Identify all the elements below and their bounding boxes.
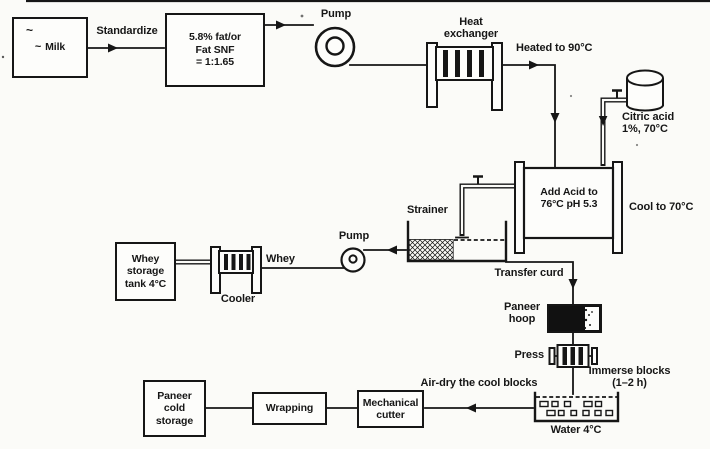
immerse-blocks-label: Immerse blocks (1–2 h) bbox=[588, 365, 671, 390]
citric-acid-tank-icon bbox=[626, 69, 664, 112]
cool-to-70-label: Cool to 70°C bbox=[629, 201, 694, 213]
citric-acid-label: Citric acid 1%, 70°C bbox=[622, 111, 675, 136]
flow-lines bbox=[87, 20, 578, 413]
air-dry-label: Air-dry the cool blocks bbox=[420, 377, 538, 389]
water-tank-icon bbox=[533, 391, 620, 423]
curd-outlet-pipe bbox=[455, 183, 516, 239]
pump-icon bbox=[314, 26, 356, 68]
liquid-squiggle-icon: ~ bbox=[34, 41, 42, 54]
mechanical-cutter-box: Mechanical cutter bbox=[357, 390, 424, 428]
scan-edge-artifact bbox=[1, 0, 710, 147]
citric-acid-pipe bbox=[598, 97, 628, 166]
press-icon bbox=[548, 344, 598, 368]
standardized-milk-box: 5.8% fat/or Fat SNF = 1:1.65 bbox=[165, 13, 265, 87]
cooler-icon bbox=[210, 246, 262, 294]
standardize-label: Standardize bbox=[96, 25, 158, 37]
paneer-hoop-icon bbox=[547, 304, 602, 333]
valve-icon bbox=[473, 175, 483, 184]
mechanical-cutter-label: Mechanical cutter bbox=[362, 396, 419, 421]
pump-label: Pump bbox=[320, 8, 352, 20]
heat-exchanger-label: Heat exchanger bbox=[443, 16, 499, 41]
cooler-label: Cooler bbox=[220, 293, 256, 305]
add-acid-label: Add Acid to 76°C pH 5.3 bbox=[540, 186, 598, 210]
whey-storage-label: Whey storage tank 4°C bbox=[124, 252, 167, 290]
paneer-cold-storage-label: Paneer cold storage bbox=[155, 389, 194, 427]
paneer-hoop-label: Paneer hoop bbox=[503, 301, 541, 326]
liquid-squiggle-icon: ~ bbox=[26, 23, 33, 37]
heated-to-90-label: Heated to 90°C bbox=[516, 42, 593, 54]
milk-label: ~Milk bbox=[34, 41, 66, 54]
strainer-label: Strainer bbox=[407, 204, 448, 216]
transfer-curd-label: Transfer curd bbox=[494, 267, 564, 279]
whey-pump-icon bbox=[340, 247, 366, 273]
wrapping-box: Wrapping bbox=[252, 392, 327, 425]
wrapping-label: Wrapping bbox=[265, 402, 314, 415]
strainer-icon bbox=[406, 220, 508, 263]
valve-icon bbox=[612, 89, 622, 98]
standardized-milk-label: 5.8% fat/or Fat SNF = 1:1.65 bbox=[189, 31, 241, 69]
acid-vat-icon bbox=[514, 161, 623, 254]
paneer-cold-storage-box: Paneer cold storage bbox=[143, 380, 206, 437]
heat-exchanger-icon bbox=[426, 42, 503, 111]
whey-label: Whey bbox=[266, 253, 295, 265]
water-label: Water 4°C bbox=[550, 424, 602, 436]
whey-pump-label: Pump bbox=[338, 230, 370, 242]
milk-box: ~ ~Milk bbox=[12, 17, 88, 78]
whey-storage-tank-box: Whey storage tank 4°C bbox=[115, 242, 176, 301]
press-label: Press bbox=[514, 349, 545, 361]
